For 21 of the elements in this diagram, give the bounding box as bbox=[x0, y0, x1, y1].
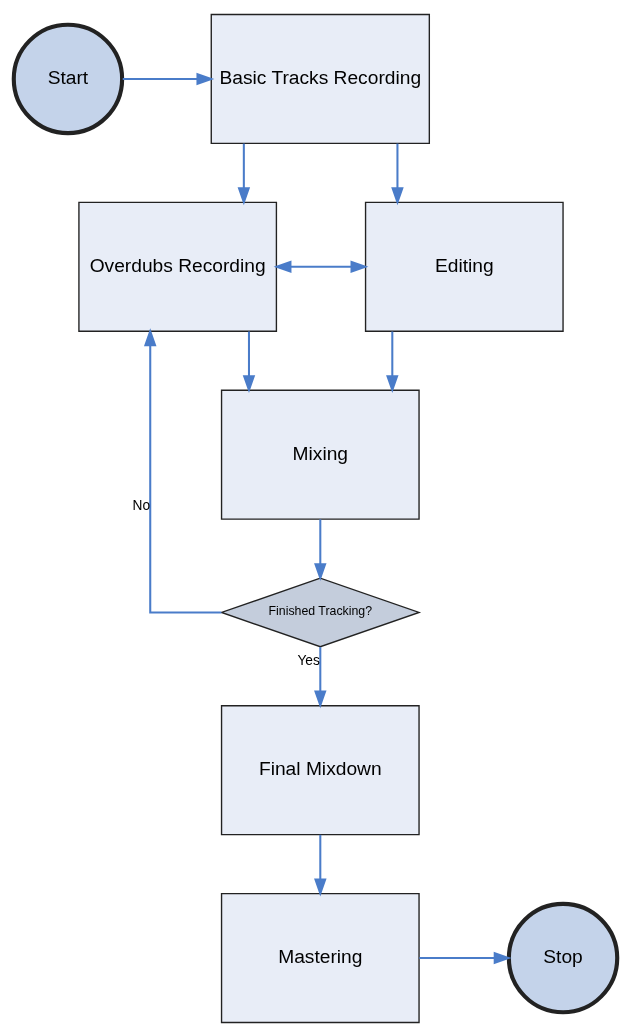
node-diamond: Finished Tracking? bbox=[219, 576, 422, 647]
arrow bbox=[144, 327, 222, 613]
node-box: Mixing bbox=[220, 389, 420, 520]
arrow bbox=[314, 834, 327, 896]
arrow bbox=[419, 951, 512, 964]
node-circle: Start bbox=[11, 22, 125, 135]
node-box: Basic Tracks Recording bbox=[210, 13, 430, 144]
node-box: Editing bbox=[364, 201, 564, 332]
arrow bbox=[386, 331, 399, 393]
node-box: Final Mixdown bbox=[220, 704, 420, 835]
node-circle: Stop bbox=[506, 901, 620, 1014]
node-box: Mastering bbox=[220, 892, 420, 1023]
arrow bbox=[314, 646, 327, 708]
edge-label: Yes bbox=[297, 652, 320, 668]
node-box: Overdubs Recording bbox=[78, 201, 278, 332]
arrow bbox=[122, 72, 215, 85]
arrow bbox=[237, 143, 251, 205]
arrow bbox=[314, 518, 327, 581]
arrow bbox=[273, 260, 369, 273]
arrow bbox=[242, 331, 256, 393]
arrow bbox=[391, 143, 404, 205]
